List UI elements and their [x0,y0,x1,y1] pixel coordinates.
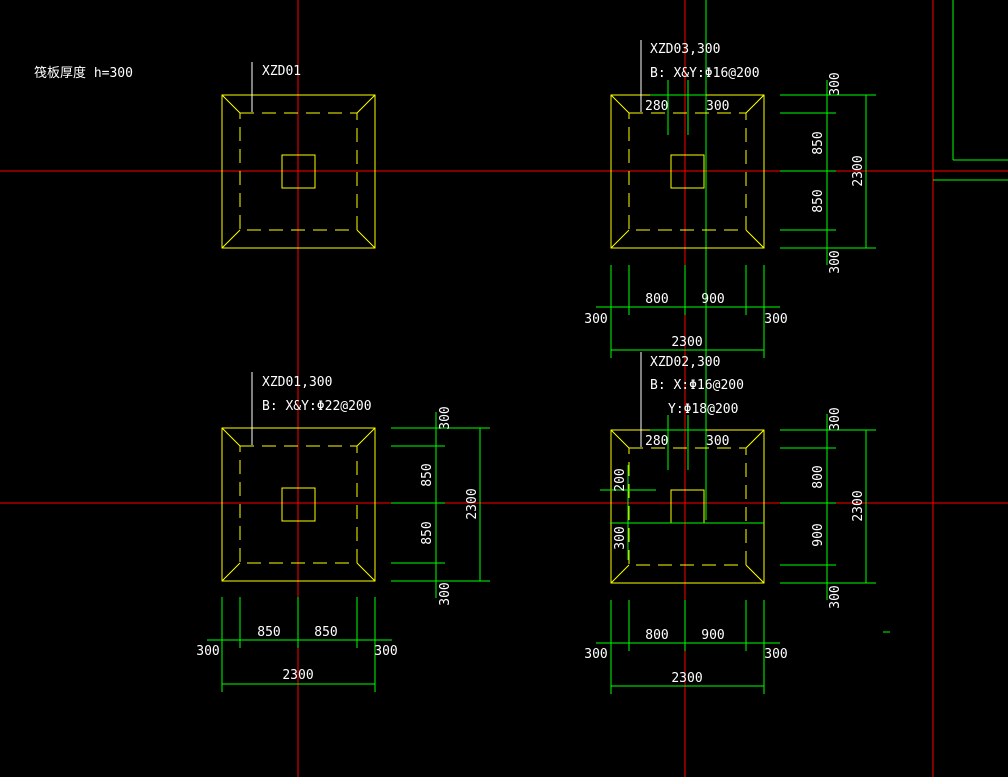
footing-slope-line [221,229,241,249]
dimension-label: 280 [645,99,668,114]
column-outline [670,489,705,524]
footing-slope-line [610,564,630,584]
footing-slope-line [610,429,630,449]
dimension-label: 200 [613,468,628,491]
dimension-label: 850 [314,625,337,640]
dimension-label: 300 [764,647,787,662]
dimension-total: 2300 [851,155,866,186]
footing-outline [221,427,376,582]
footing-rebar: B: X&Y:Φ22@200 [262,399,372,414]
footing-slope-line [221,427,241,447]
footing-slope-line [745,564,765,584]
dimension-label: 300 [584,312,607,327]
footing-rebar: Y:Φ18@200 [668,402,738,417]
dimension-label: 850 [811,189,826,212]
footing-step-outline [239,445,358,564]
footing-slope-line [610,229,630,249]
dimension-label: 300 [764,312,787,327]
footing-xzd01-top-left[interactable]: XZD01 [221,62,376,249]
footing-slope-line [745,229,765,249]
dimension-label: 850 [257,625,280,640]
footing-tag: XZD03,300 [650,42,720,57]
dimension-label: 300 [828,250,843,273]
dimension-label: 900 [811,523,826,546]
dimension-total: 2300 [465,488,480,519]
column-outline [281,154,316,189]
green-reference-lines [705,0,1008,633]
column-outline [670,154,705,189]
footing-tag: XZD01,300 [262,375,332,390]
footing-xzd01-bottom-left[interactable]: XZD01,300 B: X&Y:Φ22@200 300 850 850 300… [196,372,490,692]
dimension-label: 280 [645,434,668,449]
dimension-label: 300 [196,644,219,659]
footing-slope-line [610,94,630,114]
footing-step-outline [239,112,358,231]
dimension-label: 900 [701,628,724,643]
dimension-label: 300 [374,644,397,659]
footing-slope-line [745,94,765,114]
dimension-label: 300 [613,526,628,549]
dimension-label: 800 [645,628,668,643]
dimension-total: 2300 [671,335,702,350]
footing-tag: XZD01 [262,64,301,79]
footing-xzd03-top-right[interactable]: XZD03,300 B: X&Y:Φ16@200 280 300 300 850… [584,40,876,358]
footing-slope-line [356,562,376,582]
footing-slope-line [356,427,376,447]
footing-slope-line [356,94,376,114]
dimension-total: 2300 [282,668,313,683]
footing-outline [221,94,376,249]
dimension-total: 2300 [671,671,702,686]
footing-tag: XZD02,300 [650,355,720,370]
dimension-label: 300 [706,434,729,449]
dimension-label: 300 [438,406,453,429]
footing-slope-line [745,429,765,449]
footing-slope-line [221,562,241,582]
footing-slope-line [221,94,241,114]
footing-step-outline [628,447,747,566]
footing-rebar: B: X&Y:Φ16@200 [650,66,760,81]
dimension-label: 300 [438,582,453,605]
footing-rebar: B: X:Φ16@200 [650,378,744,393]
dimension-label: 850 [420,521,435,544]
dimension-label: 300 [828,407,843,430]
column-outline [281,487,316,522]
dimension-label: 300 [828,72,843,95]
slab-thickness-note: 筏板厚度 h=300 [34,65,133,81]
dimension-label: 300 [706,99,729,114]
footing-slope-line [356,229,376,249]
footing-step-outline [628,112,747,231]
dimension-label: 850 [420,463,435,486]
dimension-label: 300 [584,647,607,662]
dimension-label: 300 [828,585,843,608]
dimension-label: 800 [645,292,668,307]
dimension-label: 900 [701,292,724,307]
footing-xzd02-bottom-right[interactable]: XZD02,300 B: X:Φ16@200 Y:Φ18@200 280 300… [584,352,876,694]
dimension-label: 850 [811,131,826,154]
dimension-total: 2300 [851,490,866,521]
dimension-label: 800 [811,465,826,488]
